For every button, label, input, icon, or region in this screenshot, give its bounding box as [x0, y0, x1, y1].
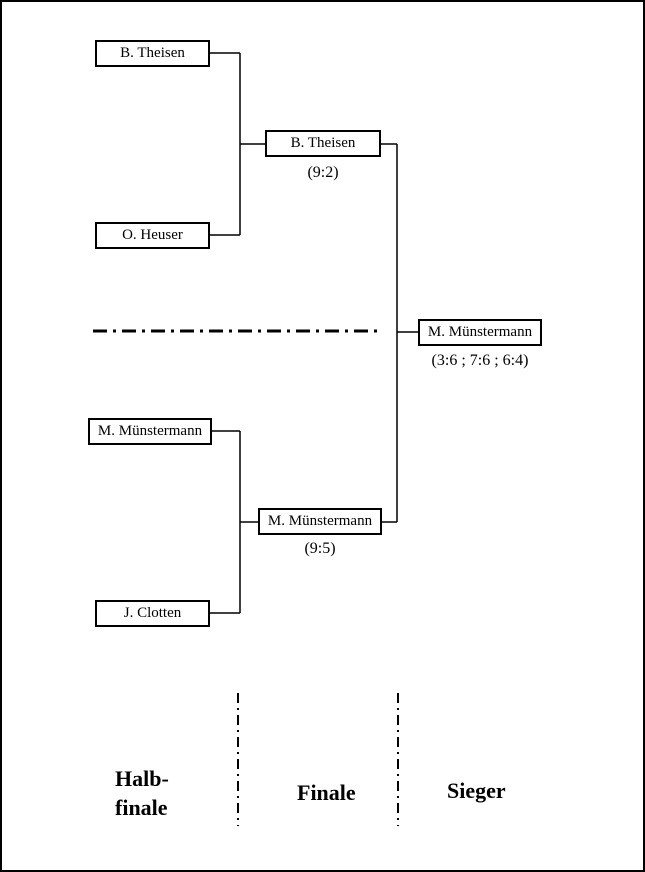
round-label-finale: Finale — [297, 780, 356, 805]
player-box-winner: M. Münstermann — [418, 319, 542, 346]
round-label-halbfinale: Halb- finale — [115, 764, 169, 822]
player-box-semifinal-bottom-player2: J. Clotten — [95, 600, 210, 627]
player-box-finalist-bottom: M. Münstermann — [258, 508, 382, 535]
round-label-halbfinale-line1: Halb- — [115, 766, 169, 791]
score-semifinal-top: (9:2) — [307, 164, 339, 181]
round-label-halbfinale-line2: finale — [115, 795, 168, 820]
score-semifinal-bottom: (9:5) — [304, 540, 336, 557]
player-box-finalist-top: B. Theisen — [265, 130, 381, 157]
round-label-sieger: Sieger — [447, 778, 506, 803]
player-box-semifinal-bottom-player1: M. Münstermann — [88, 418, 212, 445]
player-box-semifinal-top-player1: B. Theisen — [95, 40, 210, 67]
player-box-semifinal-top-player2: O. Heuser — [95, 222, 210, 249]
score-final: (3:6 ; 7:6 ; 6:4) — [431, 352, 529, 369]
